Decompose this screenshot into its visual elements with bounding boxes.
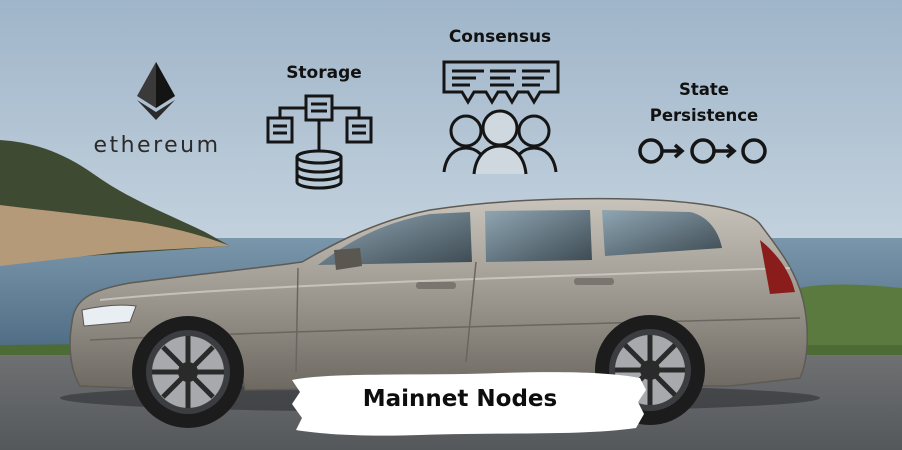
- ethereum-wordmark: ethereum: [93, 133, 221, 158]
- front-wheel: [132, 316, 244, 428]
- shrubs: [790, 284, 902, 345]
- consensus-label: Consensus: [448, 27, 552, 47]
- station-wagon-car: [60, 197, 820, 428]
- storage-label: Storage: [286, 63, 362, 83]
- banner-background: [292, 372, 646, 436]
- ethereum-logo-icon: [137, 62, 175, 120]
- state-persistence-label: State Persistence: [628, 77, 780, 129]
- group-chat-icon: [442, 60, 560, 175]
- cliff-rock: [0, 205, 230, 266]
- banner-title: Mainnet Nodes: [362, 386, 558, 412]
- state-label-line2: Persistence: [649, 106, 759, 125]
- state-label-line1: State: [679, 80, 729, 99]
- database-network-icon: [266, 94, 373, 190]
- chain-arrows-icon: [638, 138, 767, 164]
